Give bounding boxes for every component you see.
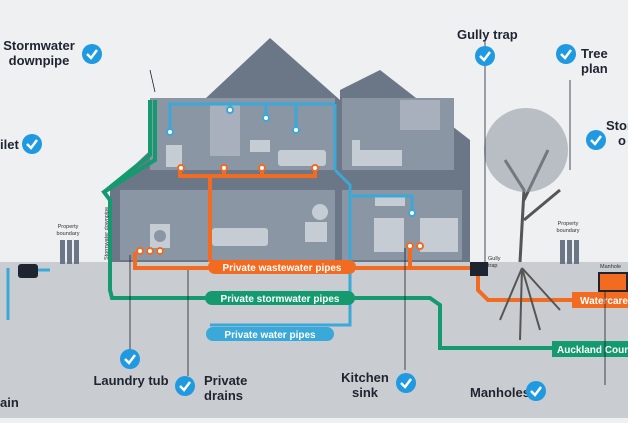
- stormwater-right-label-bottom: o: [618, 133, 626, 148]
- kitchen-sink-label-top: Kitchen: [341, 370, 389, 385]
- gully-trap-shape: [470, 262, 488, 276]
- check-icon: [556, 44, 576, 64]
- stormwater-pipes: [101, 100, 628, 350]
- boundary-right-2: boundary: [557, 228, 580, 234]
- stormwater-downpipe-label: Stormwater downpipe: [0, 38, 78, 68]
- stormwater-right-label-top: Stor: [606, 118, 628, 133]
- tree-planting-label: Tree plan: [581, 46, 608, 76]
- fence-left: [60, 240, 79, 264]
- check-icon: [82, 44, 102, 64]
- manholes-label: Manholes: [470, 385, 530, 400]
- private-drains-label-bottom: drains: [204, 388, 244, 403]
- tree: [484, 108, 568, 341]
- leader-lines: [129, 40, 606, 385]
- check-icon: [475, 46, 495, 66]
- watercare-label: Watercare w: [580, 296, 628, 307]
- council-pill: [552, 341, 628, 357]
- gutter: [102, 100, 152, 194]
- check-icon: [175, 376, 195, 396]
- boundary-left-1: Property: [58, 224, 79, 230]
- private-drains-label-top: Private: [204, 373, 248, 388]
- wastewater-pipe-label: Private wastewater pipes: [223, 263, 342, 274]
- stormwater-downpipe-label-top: Stormwater: [3, 38, 75, 53]
- gully-trap-label: Gully trap: [457, 27, 518, 42]
- manhole-small: Manhole: [600, 264, 621, 270]
- downpipe-vertical: Stormwater downpipe: [104, 207, 110, 260]
- check-icon: [396, 373, 416, 393]
- watercare-pill: [572, 292, 628, 308]
- house: [110, 38, 470, 262]
- drain-label: ain: [0, 395, 19, 410]
- water-meter: [18, 264, 38, 278]
- gully-small-2: trap: [488, 263, 497, 269]
- stormwater-right-label: Stor o: [606, 118, 628, 148]
- water-pill: [206, 327, 334, 341]
- check-icon: [120, 349, 140, 369]
- water-pipe-label: Private water pipes: [224, 330, 316, 341]
- check-icon: [586, 130, 606, 150]
- boundary-left-2: boundary: [57, 231, 80, 237]
- kitchen-sink-label-bottom: sink: [351, 385, 378, 400]
- laundry-tub-label: Laundry tub: [93, 373, 169, 388]
- check-icon: [22, 134, 42, 154]
- wastewater-pill: [208, 260, 356, 274]
- boundary-right-1: Property: [558, 221, 579, 227]
- stormwater-downpipe-label-bottom: downpipe: [8, 53, 70, 68]
- kitchen-sink-label: Kitchen sink: [340, 370, 390, 400]
- fence-right: [560, 240, 579, 264]
- stormwater-pill: [205, 291, 355, 305]
- council-label: Auckland Council s: [557, 345, 628, 356]
- private-drains-label: Private drains: [204, 373, 247, 403]
- check-icon: [526, 381, 546, 401]
- stormwater-pipe-label: Private stormwater pipes: [221, 294, 340, 305]
- fixture-rings: [136, 164, 424, 255]
- gully-small-1: Gully: [488, 256, 501, 262]
- toilet-label: ilet: [0, 137, 19, 152]
